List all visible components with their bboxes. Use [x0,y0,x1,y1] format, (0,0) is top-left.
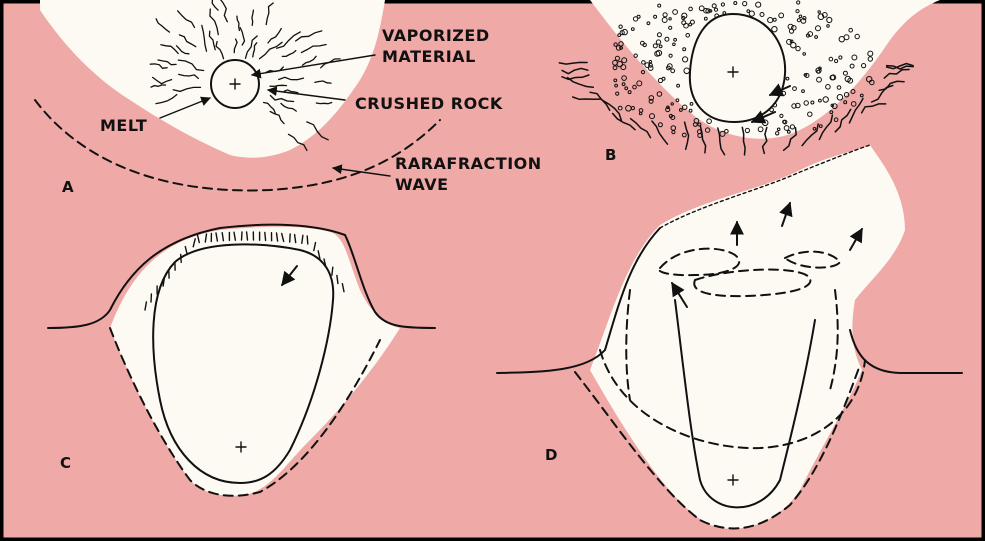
label-rarefaction-line2: WAVE [395,175,449,194]
label-vaporized-line2: MATERIAL [382,47,476,66]
label-vaporized-line1: VAPORIZED [382,26,490,45]
panel-letter-a: A [62,178,74,196]
panel-letter-c: C [60,454,71,472]
label-crushed-rock: CRUSHED ROCK [355,94,503,113]
label-melt: MELT [100,116,147,135]
label-rarefaction-line1: RARAFRACTION [395,154,542,173]
panel-letter-b: B [605,146,616,164]
panel-letter-d: D [545,446,557,464]
